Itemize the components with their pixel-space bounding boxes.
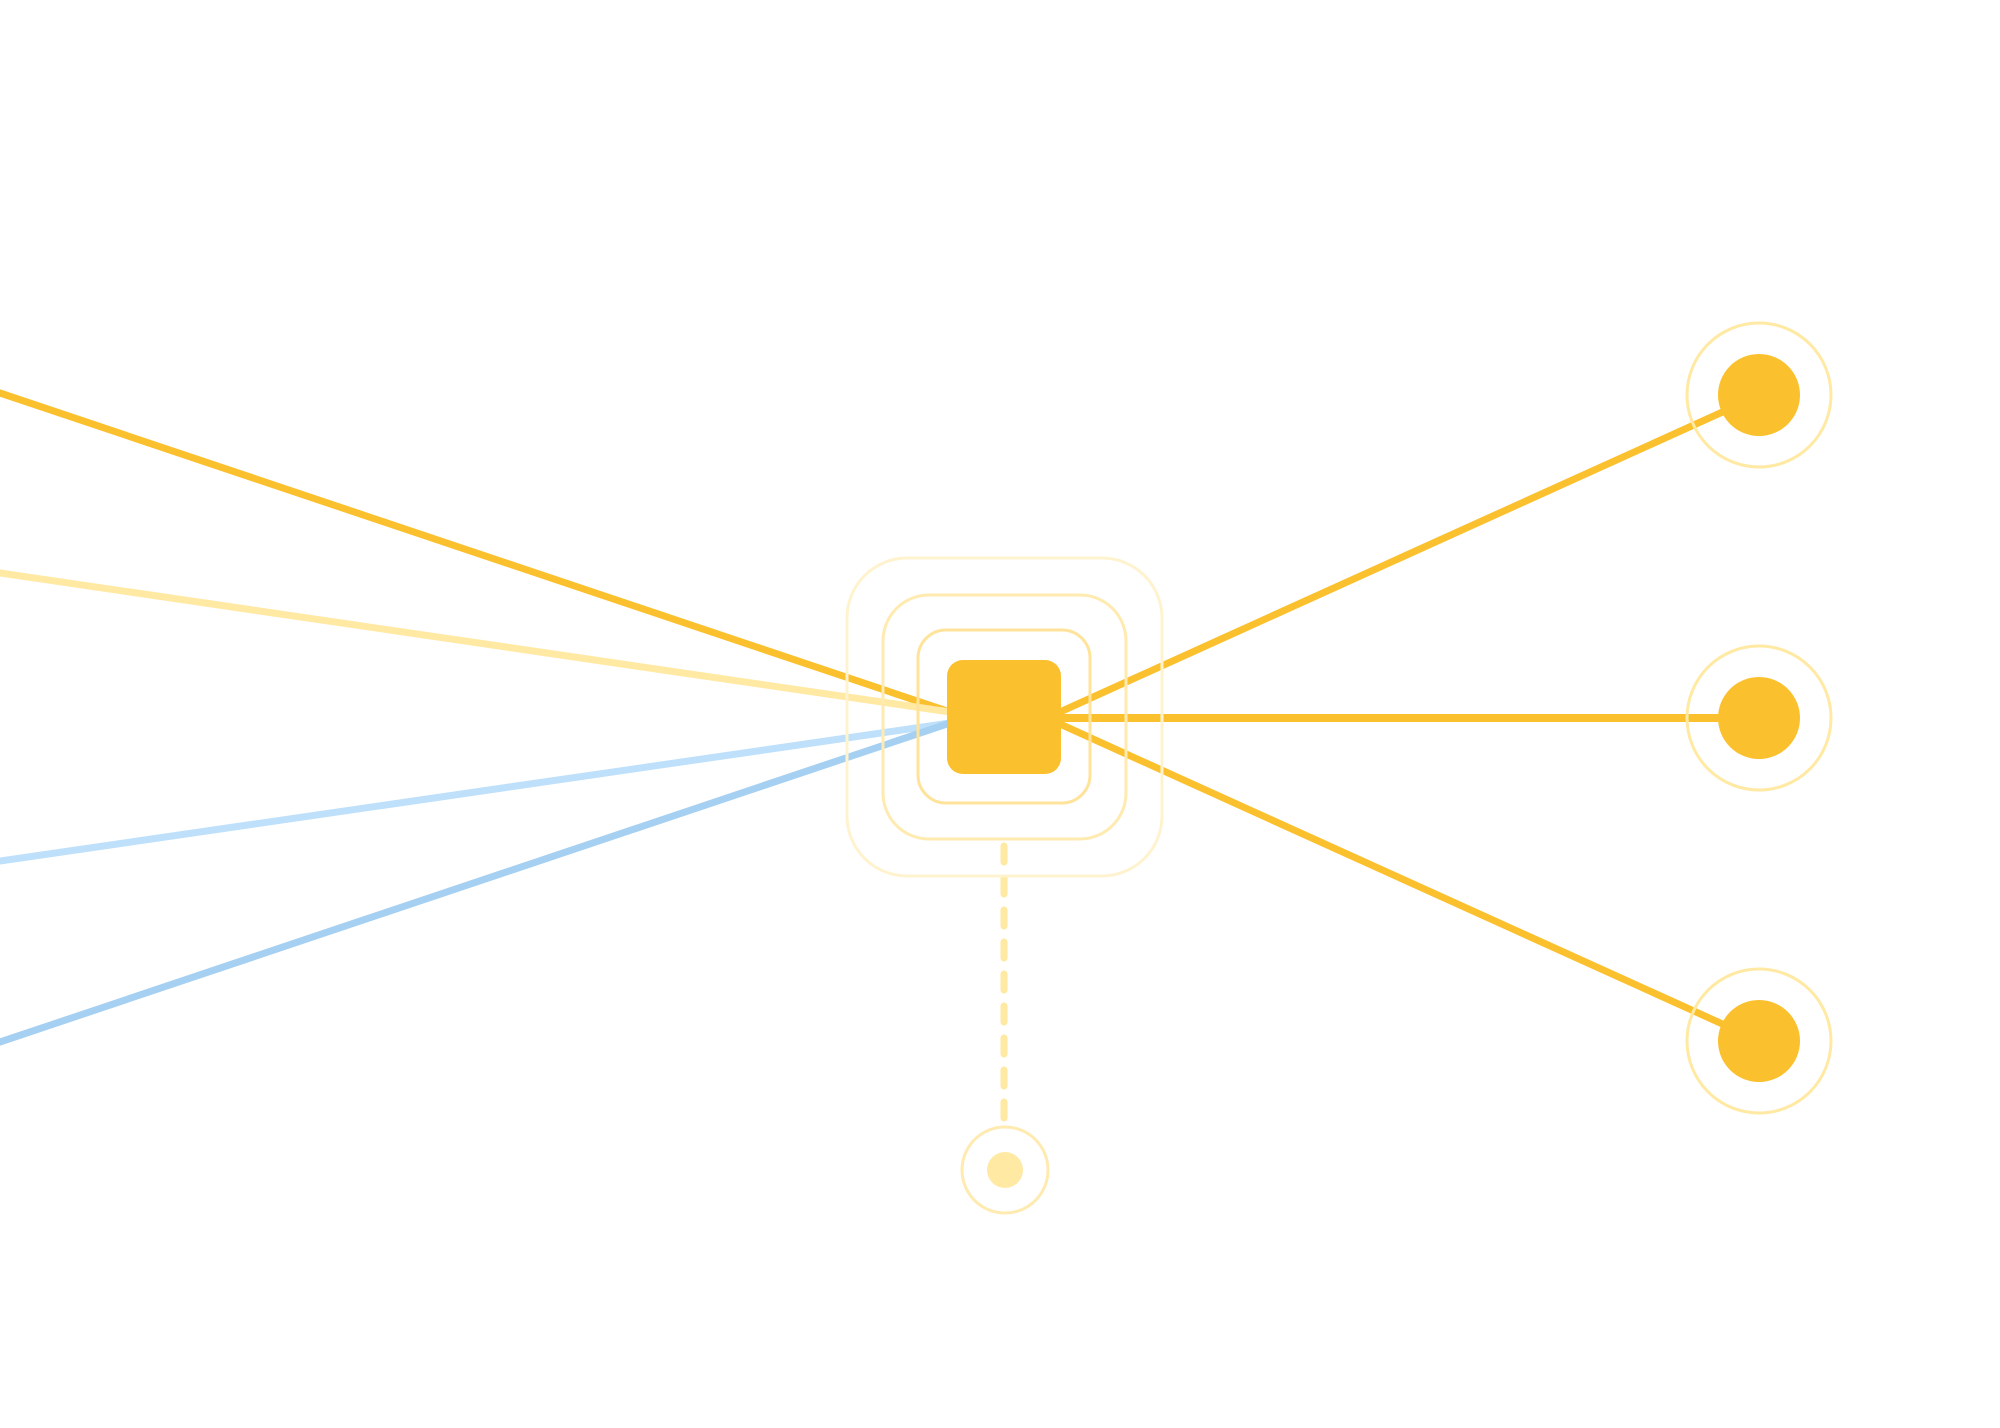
output-node-top-dot — [1718, 354, 1800, 436]
output-line-top — [1056, 391, 1764, 716]
hub-ring-inner — [916, 628, 1092, 805]
hub-core — [947, 660, 1061, 774]
hub — [845, 556, 1164, 878]
output-node-bottom-ring — [1685, 967, 1833, 1115]
output-node-top — [1685, 321, 1833, 469]
auxiliary-node — [960, 1125, 1050, 1215]
auxiliary-node-dot — [987, 1152, 1023, 1188]
output-node-top-ring — [1685, 321, 1833, 469]
input-line-1 — [0, 389, 954, 716]
output-node-middle-dot — [1718, 677, 1800, 759]
output-node-middle-ring — [1685, 644, 1833, 792]
input-line-2 — [0, 569, 954, 716]
input-line-3 — [0, 719, 954, 865]
input-line-4 — [0, 719, 954, 1046]
output-node-bottom-dot — [1718, 1000, 1800, 1082]
output-line-bottom — [1056, 720, 1764, 1045]
output-node-bottom — [1685, 967, 1833, 1115]
hub-ring-middle — [881, 593, 1128, 841]
hub-ring-outer — [845, 556, 1164, 878]
auxiliary-node-ring — [960, 1125, 1050, 1215]
output-node-middle — [1685, 644, 1833, 792]
